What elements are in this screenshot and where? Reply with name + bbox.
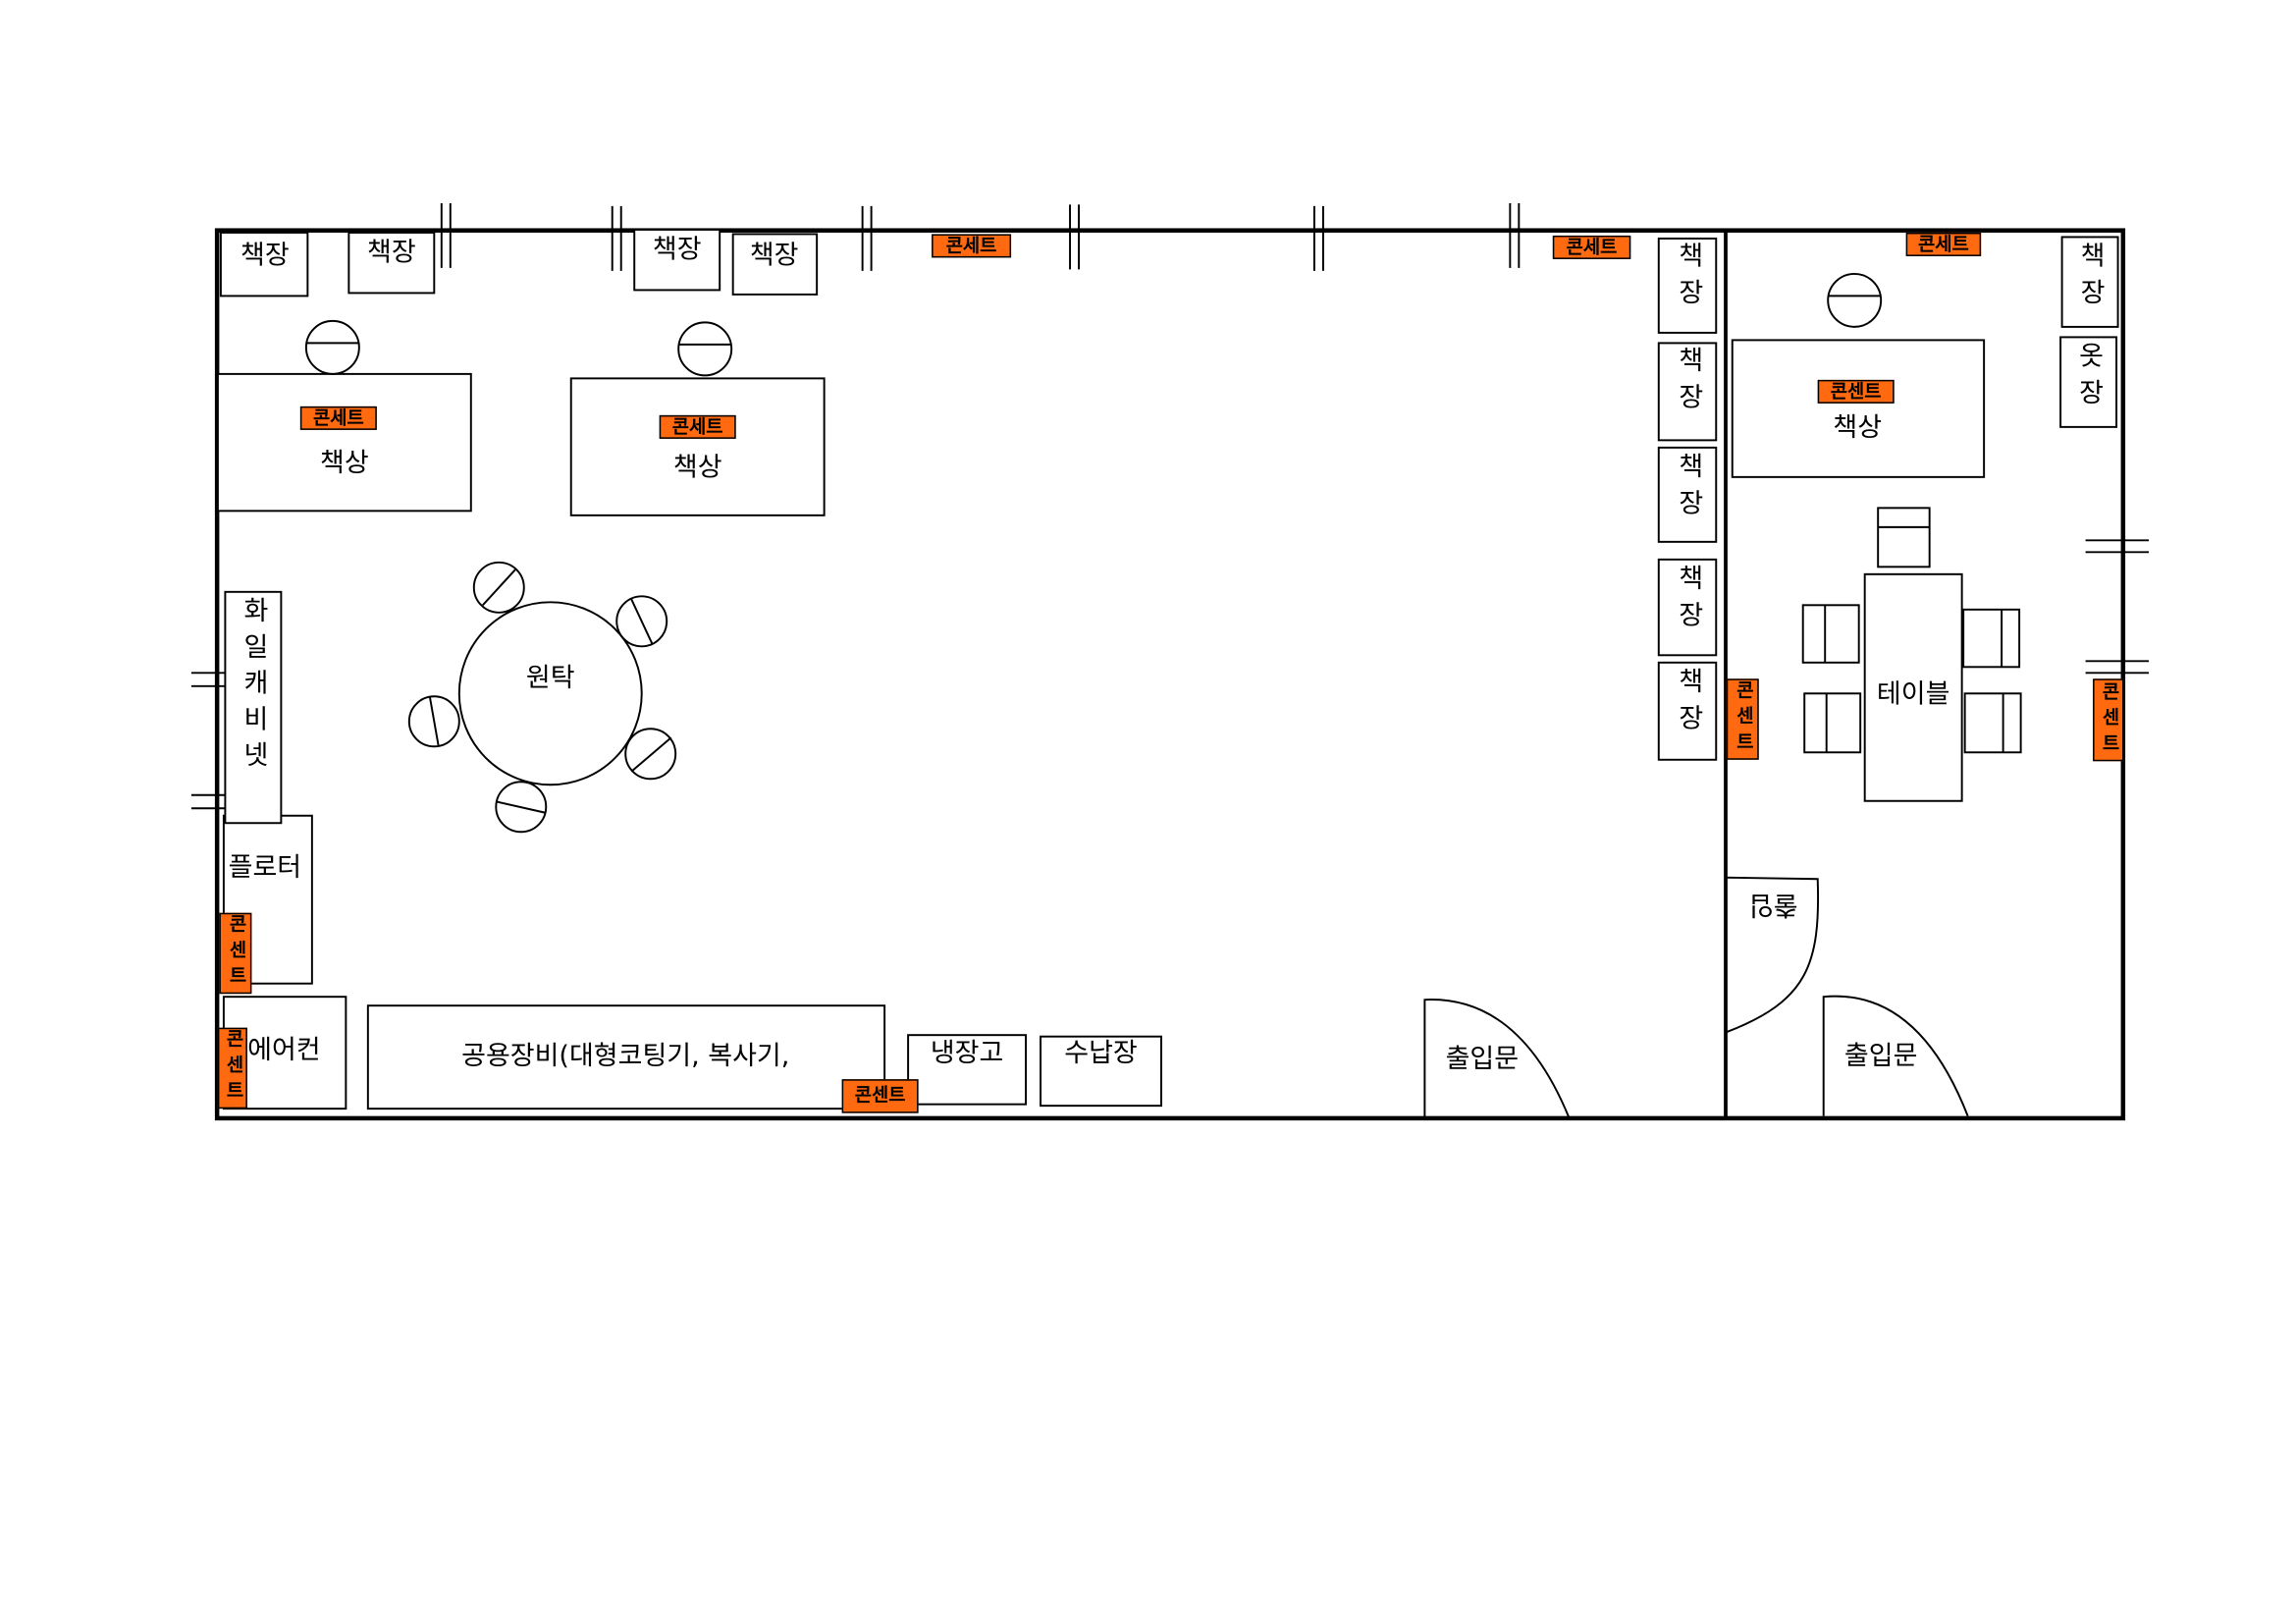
bookshelf-right-5 [1657,661,1718,761]
bookshelf-right-1 [1657,237,1718,334]
air-conditioner-label: 에어컨 [247,1035,321,1066]
round-table [457,601,643,786]
desk-1 [216,372,472,513]
window-top-6 [1509,202,1521,268]
table-chair-right-2 [1963,692,2022,754]
wardrobe [2059,336,2118,428]
outlet-badge: 콘센트 [2093,678,2124,762]
window-top-5 [1312,205,1324,271]
shared-equipment [366,1004,886,1110]
round-table-label: 원탁 [525,662,575,694]
outlet-badge: 콘세트 [932,234,1012,258]
outlet-badge: 콘세트 [659,414,736,439]
window-right-1 [2085,539,2150,554]
entrance-door-side [1822,995,1969,1117]
window-top-4 [1069,204,1081,270]
shared-equipment-label: 공용장비(대형코팅기, 복사기, [461,1041,790,1072]
table-chair-right-1 [1962,608,2021,669]
bookshelf-label: 책장 [749,240,799,271]
bookshelf-label: 책장 [2075,241,2107,315]
bookshelf-label: 책장 [366,237,416,268]
outlet-badge: 콘센트 [217,1027,247,1110]
refrigerator [907,1034,1028,1106]
inner-door [1725,876,1820,1034]
outlet-badge: 콘세트 [299,406,377,430]
window-left-1 [190,672,226,687]
round-table-chair-icon [624,728,677,781]
storage-cabinet-label: 수납장 [1064,1038,1138,1069]
entrance-label: 출입문 [1843,1041,1918,1072]
window-top-2 [611,205,622,271]
desk-label: 책상 [672,452,722,483]
bookshelf-label: 책장 [1673,452,1705,526]
outlet-badge: 콘센트 [219,912,252,995]
desk-label: 책상 [320,447,369,479]
inner-door-label: 출입 [1748,889,1798,921]
plotter [222,814,313,985]
bookshelf-right-2 [1657,342,1718,442]
window-top-3 [861,205,873,271]
outlet-badge: 콘세트 [1905,232,1982,256]
window-left-2 [190,793,226,810]
round-table-chair-icon [472,561,525,614]
meeting-table-label: 테이블 [1876,678,1950,710]
round-table-chair-icon [495,781,548,834]
bookshelf-top-1 [219,231,309,298]
window-top-1 [440,202,452,268]
bookshelf-right-3 [1657,446,1718,543]
side-desk [1731,339,1986,478]
outlet-badge: 콘세트 [1552,235,1631,259]
file-cabinet-label: 화일캐비넷 [238,596,270,778]
bookshelf-label: 책장 [1673,564,1705,638]
entrance-label: 출입문 [1445,1044,1520,1075]
outer-wall [214,228,2126,1121]
window-right-2 [2085,660,2150,675]
file-cabinet [224,590,283,825]
table-chair-left-2 [1803,692,1862,754]
desk-chair-icon [677,321,733,377]
side-bookshelf [2060,236,2119,328]
table-chair-left-1 [1801,604,1860,664]
bookshelf-top-2 [347,231,436,295]
bookshelf-label: 책장 [1673,241,1705,315]
desk-chair-icon [1827,272,1883,328]
meeting-table [1863,572,1963,802]
desk-label: 책상 [1833,411,1883,444]
table-chair-top [1877,507,1931,568]
round-table-chair-icon [407,695,460,748]
bookshelf-label: 책장 [1673,346,1705,420]
wardrobe-label: 옷장 [2073,341,2106,415]
desk-2 [569,377,826,516]
storage-cabinet [1040,1035,1162,1108]
plotter-label: 플로터 [228,852,302,884]
outlet-badge: 콘센트 [841,1079,919,1113]
outlet-badge: 콘센트 [1817,379,1895,404]
bookshelf-top-4 [731,233,819,296]
desk-chair-icon [304,319,360,375]
bookshelf-top-3 [633,228,721,292]
bookshelf-label: 책장 [240,240,290,271]
outlet-badge: 콘센트 [1726,678,1759,760]
bookshelf-label: 책장 [652,234,702,265]
refrigerator-label: 냉장고 [930,1038,1004,1069]
round-table-chair-icon [615,595,668,648]
bookshelf-right-4 [1657,558,1718,657]
bookshelf-label: 책장 [1673,667,1705,741]
entrance-door-main [1423,999,1571,1119]
